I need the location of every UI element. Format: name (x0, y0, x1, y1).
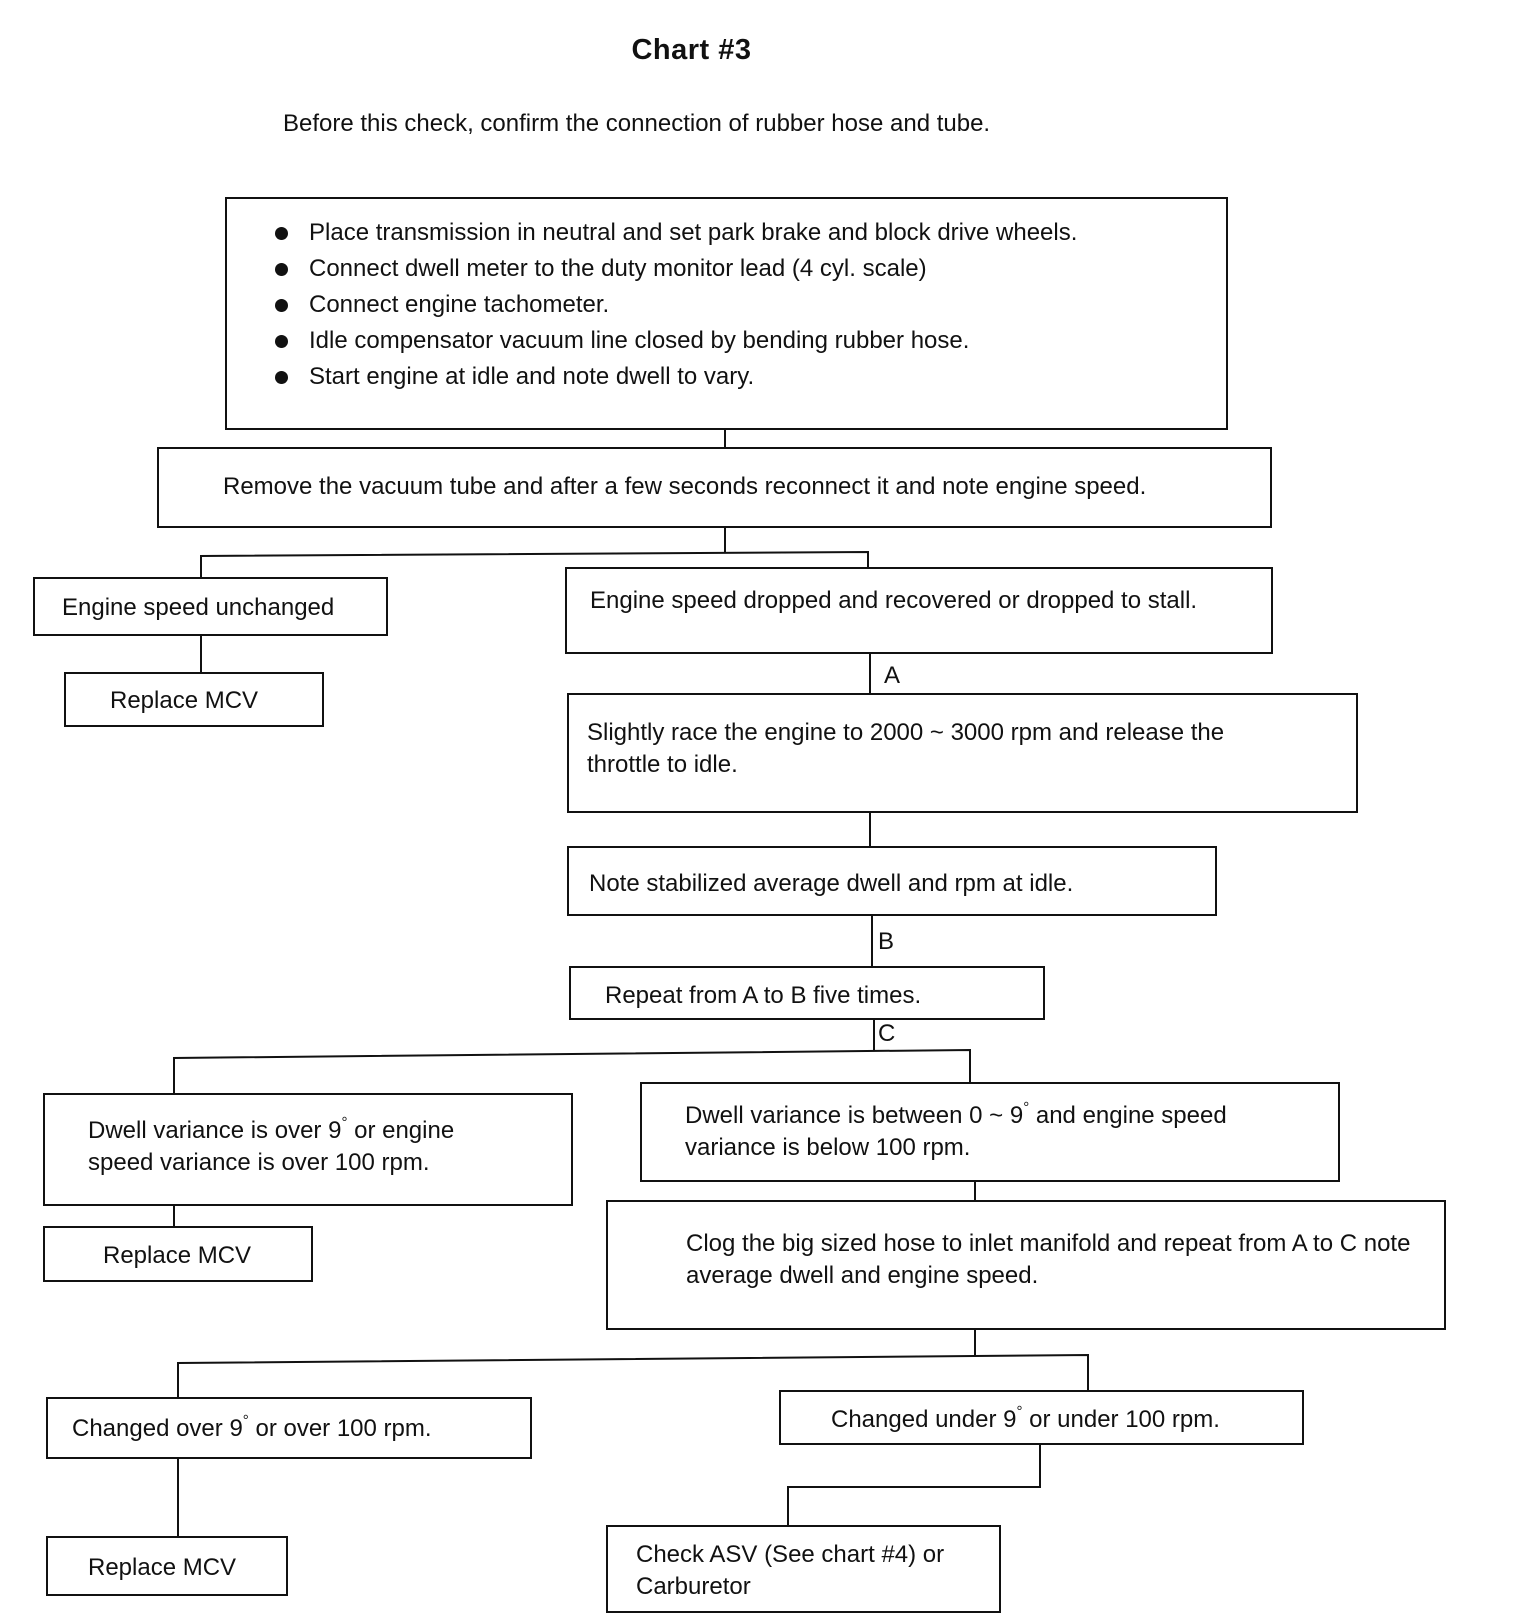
node-replace-mcv-2: Replace MCV (43, 1226, 313, 1282)
connector (177, 1353, 1089, 1397)
node-check-asv: Check ASV (See chart #4) or Carburetor (606, 1525, 1001, 1613)
preparation-box: Place transmission in neutral and set pa… (225, 197, 1228, 430)
chart-subtitle: Before this check, confirm the connectio… (283, 110, 991, 137)
node-changed-under: Changed under 9° or under 100 rpm. (779, 1390, 1304, 1445)
node-text: Engine speed unchanged (62, 594, 335, 621)
connector (200, 550, 869, 577)
degree-mark: ° (242, 1412, 249, 1429)
degree-mark: ° (1016, 1403, 1023, 1420)
node-dwell-over-9: Dwell variance is over 9° or engine spee… (43, 1093, 573, 1206)
node-speed-unchanged: Engine speed unchanged (33, 577, 388, 636)
node-speed-dropped: Engine speed dropped and recovered or dr… (565, 567, 1273, 654)
node-clog-hose: Clog the big sized hose to inlet manifol… (606, 1200, 1446, 1330)
node-race-engine: Slightly race the engine to 2000 ~ 3000 … (567, 693, 1358, 813)
node-replace-mcv-3: Replace MCV (46, 1536, 288, 1596)
text-part: or under 100 rpm. (1022, 1406, 1220, 1433)
node-text: Changed under 9° or under 100 rpm. (831, 1403, 1220, 1436)
node-text: Dwell variance is over 9° or engine spee… (88, 1114, 518, 1178)
node-text: Note stabilized average dwell and rpm at… (589, 870, 1074, 897)
text-part: Dwell variance is between 0 ~ 9 (685, 1102, 1024, 1129)
step-item: Start engine at idle and note dwell to v… (271, 359, 1077, 395)
connector (173, 1048, 971, 1093)
step-item: Place transmission in neutral and set pa… (271, 215, 1077, 251)
node-text: Repeat from A to B five times. (605, 982, 922, 1009)
label-a: A (884, 662, 901, 689)
text-part: Changed under 9 (831, 1406, 1017, 1433)
node-repeat: Repeat from A to B five times. (569, 966, 1045, 1020)
node-text: Clog the big sized hose to inlet manifol… (686, 1230, 1411, 1289)
degree-mark: ° (341, 1114, 348, 1131)
node-text: Dwell variance is between 0 ~ 9° and eng… (685, 1099, 1245, 1163)
preparation-steps: Place transmission in neutral and set pa… (271, 215, 1077, 395)
node-dwell-between: Dwell variance is between 0 ~ 9° and eng… (640, 1082, 1340, 1182)
degree-mark: ° (1023, 1099, 1030, 1116)
node-changed-over: Changed over 9° or over 100 rpm. (46, 1397, 532, 1459)
chart-title: Chart #3 (631, 34, 752, 66)
node-text: Remove the vacuum tube and after a few s… (223, 473, 1147, 500)
node-text: Replace MCV (88, 1554, 237, 1581)
node-text: Replace MCV (103, 1242, 252, 1269)
node-text: Replace MCV (110, 687, 259, 714)
text-part: or over 100 rpm. (248, 1415, 432, 1442)
node-text: Check ASV (See chart #4) or Carburetor (636, 1541, 945, 1600)
text-part: and engine speed variance is below 100 r… (685, 1102, 1227, 1161)
node-text: Changed over 9° or over 100 rpm. (72, 1412, 432, 1445)
label-c: C (878, 1020, 896, 1047)
label-b: B (878, 928, 895, 955)
text-part: Dwell variance is over 9 (88, 1117, 342, 1144)
node-text: Engine speed dropped and recovered or dr… (590, 587, 1198, 614)
text-part: Changed over 9 (72, 1415, 243, 1442)
text-part: or engine speed variance is over 100 rpm… (88, 1117, 455, 1176)
step-item: Idle compensator vacuum line closed by b… (271, 323, 1077, 359)
step-item: Connect dwell meter to the duty monitor … (271, 251, 1077, 287)
node-remove-tube: Remove the vacuum tube and after a few s… (157, 447, 1272, 528)
node-note-dwell: Note stabilized average dwell and rpm at… (567, 846, 1217, 916)
connector (787, 1445, 1041, 1525)
step-item: Connect engine tachometer. (271, 287, 1077, 323)
node-replace-mcv-1: Replace MCV (64, 672, 324, 727)
node-text: Slightly race the engine to 2000 ~ 3000 … (587, 719, 1225, 778)
